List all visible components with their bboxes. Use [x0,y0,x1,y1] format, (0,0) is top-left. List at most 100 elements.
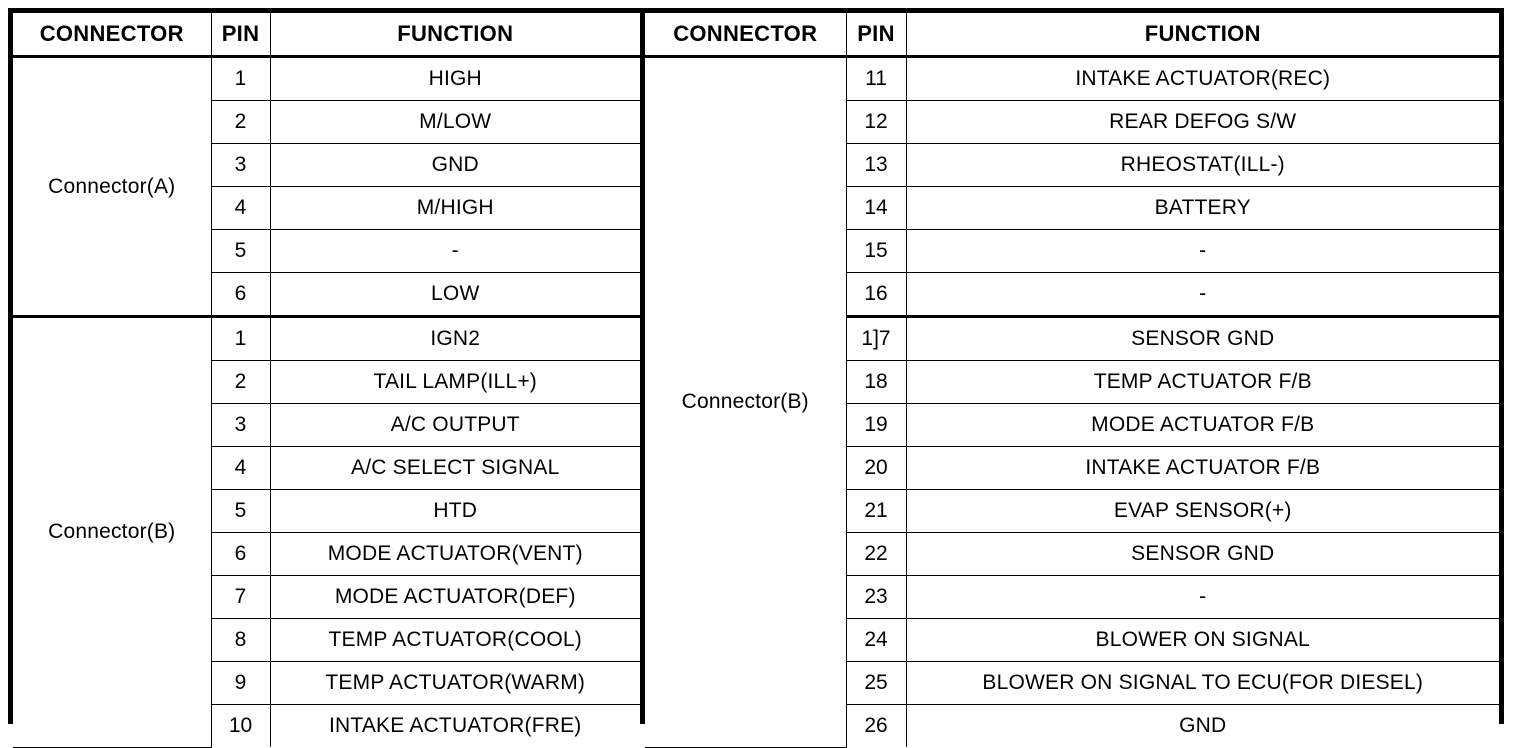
table-row: 5 HTD [13,489,640,533]
table-row: 4 A/C SELECT SIGNAL [13,446,640,490]
function-cell: EVAP SENSOR(+) [905,489,1499,533]
pin-cell: 1 [210,315,271,361]
pin-cell: 5 [211,489,271,533]
function-cell: SENSOR GND [905,532,1499,576]
pin-cell: 16 [846,272,907,317]
table-row: 8 TEMP ACTUATOR(COOL) [13,618,640,662]
pin-cell: 25 [846,661,907,705]
connector-label-b-left: Connector(B) [13,315,212,748]
pin-cell: 19 [846,403,907,447]
pin-cell: 21 [846,489,907,533]
pin-cell: 3 [211,143,271,187]
pin-cell: 14 [846,186,907,230]
pin-cell: 8 [211,618,271,662]
pin-cell: 11 [845,56,907,101]
pin-cell: 9 [211,661,271,705]
table-row: 9 TEMP ACTUATOR(WARM) [13,661,640,705]
function-cell: - [269,229,640,273]
pin-cell: 24 [846,618,907,662]
function-cell: INTAKE ACTUATOR(REC) [905,56,1499,101]
function-cell: A/C SELECT SIGNAL [269,446,640,490]
pin-cell: 2 [211,100,271,144]
function-cell: BATTERY [905,186,1499,230]
table-row: 20 INTAKE ACTUATOR F/B [645,446,1499,490]
header-row-left: CONNECTOR PIN FUNCTION [13,13,640,58]
function-cell: M/LOW [269,100,640,144]
function-cell: REAR DEFOG S/W [905,100,1499,144]
table-body-right: Connector(B) 11 INTAKE ACTUATOR(REC) 12 … [645,56,1499,748]
function-cell: A/C OUTPUT [269,403,640,447]
table-row: 6 MODE ACTUATOR(VENT) [13,532,640,576]
pin-cell: 7 [211,575,271,619]
function-cell: BLOWER ON SIGNAL TO ECU(FOR DIESEL) [905,661,1499,705]
pin-cell: 6 [211,532,271,576]
header-pin: PIN [845,13,907,58]
table-head-right: CONNECTOR PIN FUNCTION [645,13,1499,58]
table-half-left: CONNECTOR PIN FUNCTION Connector(A) 1 HI… [13,13,640,748]
table-half-right: CONNECTOR PIN FUNCTION Connector(B) 11 I… [640,13,1499,748]
table-row: 22 SENSOR GND [645,532,1499,576]
function-cell: INTAKE ACTUATOR(FRE) [269,704,640,747]
table-row: 14 BATTERY [645,186,1499,230]
table-row: 7 MODE ACTUATOR(DEF) [13,575,640,619]
header-row-right: CONNECTOR PIN FUNCTION [645,13,1499,58]
connector-label-a: Connector(A) [13,56,212,317]
table-row: 23 - [645,575,1499,619]
function-cell: SENSOR GND [905,315,1499,361]
pin-cell: 22 [846,532,907,576]
pin-cell: 6 [211,272,271,317]
function-cell: RHEOSTAT(ILL-) [905,143,1499,187]
function-cell: MODE ACTUATOR(VENT) [269,532,640,576]
header-connector: CONNECTOR [13,13,212,58]
table-row: 19 MODE ACTUATOR F/B [645,403,1499,447]
table-row: 3 GND [13,143,640,187]
table-row: Connector(B) 11 INTAKE ACTUATOR(REC) [645,56,1499,748]
function-cell: BLOWER ON SIGNAL [905,618,1499,662]
table-head-left: CONNECTOR PIN FUNCTION [13,13,640,58]
pin-cell: 1 [210,56,271,101]
pin-cell: 23 [846,575,907,619]
pin-cell: 26 [846,704,907,747]
function-cell: HIGH [269,56,640,101]
function-cell: - [905,575,1499,619]
pin-cell: 20 [846,446,907,490]
pin-cell: 3 [211,403,271,447]
pin-cell: 10 [211,704,271,747]
function-cell: INTAKE ACTUATOR F/B [905,446,1499,490]
table-row: 25 BLOWER ON SIGNAL TO ECU(FOR DIESEL) [645,661,1499,705]
header-pin: PIN [210,13,271,58]
connector-pin-table-frame: CONNECTOR PIN FUNCTION Connector(A) 1 HI… [8,8,1504,748]
pin-cell: 4 [211,446,271,490]
function-cell: IGN2 [269,315,640,361]
header-connector: CONNECTOR [645,13,847,58]
pin-cell: 1]7 [846,315,907,361]
table-row: 18 TEMP ACTUATOR F/B [645,360,1499,404]
connector-label-b-right: Connector(B) [645,56,847,748]
table-row: 2 TAIL LAMP(ILL+) [13,360,640,404]
pin-cell: 15 [846,229,907,273]
function-cell: GND [905,704,1499,747]
table-body-left: Connector(A) 1 HIGH 2 M/LOW 3 GND 4 M/ [13,56,640,748]
table-row: 5 - [13,229,640,273]
function-cell: - [905,229,1499,273]
function-cell: GND [269,143,640,187]
pin-cell: 4 [211,186,271,230]
pin-cell: 12 [846,100,907,144]
table-row: 12 REAR DEFOG S/W [645,100,1499,144]
function-cell: - [905,272,1499,317]
function-cell: MODE ACTUATOR(DEF) [269,575,640,619]
function-cell: TEMP ACTUATOR F/B [905,360,1499,404]
pin-cell: 2 [211,360,271,404]
pin-cell: 13 [846,143,907,187]
function-cell: HTD [269,489,640,533]
table-row: 1]7 SENSOR GND [645,315,1499,361]
pin-table-right: CONNECTOR PIN FUNCTION Connector(B) 11 I… [645,13,1499,748]
pin-table-left: CONNECTOR PIN FUNCTION Connector(A) 1 HI… [13,13,640,748]
pin-cell: 18 [846,360,907,404]
table-row: Connector(B) 1 IGN2 [13,315,640,748]
table-row: 2 M/LOW [13,100,640,144]
header-function: FUNCTION [905,13,1499,58]
function-cell: TAIL LAMP(ILL+) [269,360,640,404]
function-cell: LOW [269,272,640,317]
